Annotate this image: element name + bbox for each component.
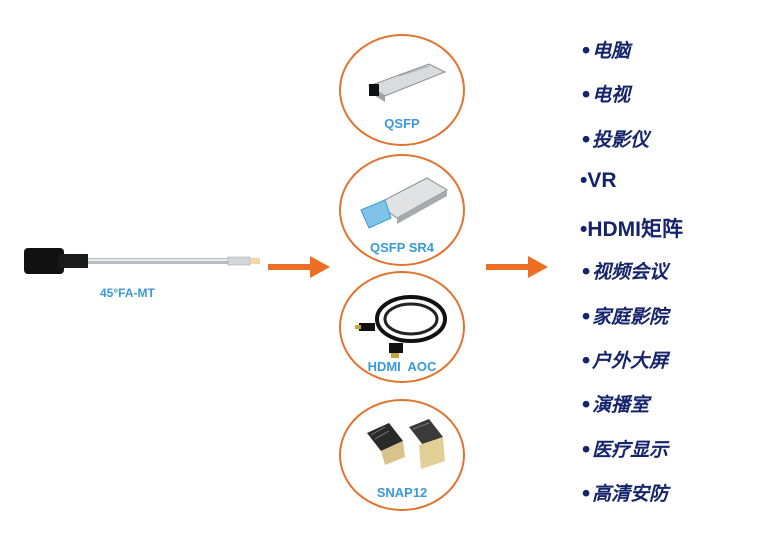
hdmi-cable-icon bbox=[355, 295, 447, 358]
module-label-qsfp: QSFP bbox=[384, 116, 420, 131]
fiber-connector-image bbox=[22, 240, 272, 280]
list-item: •高清安防 bbox=[580, 482, 669, 505]
module-circle-snap12: SNAP12 bbox=[339, 399, 465, 511]
module-label-qsfp-sr4: QSFP SR4 bbox=[369, 240, 435, 255]
arrow-right-icon bbox=[268, 256, 330, 278]
list-item: •HDMI矩阵 bbox=[580, 218, 684, 242]
module-circle-qsfp: QSFP bbox=[339, 34, 465, 146]
application-list: •电脑 •电视 •投影仪 •VR •HDMI矩阵 •视频会议 •家庭影院 •户外… bbox=[580, 36, 683, 523]
module-label-snap12: SNAP12 bbox=[376, 485, 428, 500]
arrow-right-icon bbox=[486, 256, 548, 278]
snap12-module-icon bbox=[367, 419, 445, 469]
list-item: •家庭影院 bbox=[580, 305, 669, 328]
module-label-hdmi-aoc: HDMI AOC bbox=[367, 359, 437, 374]
list-item: •电视 bbox=[580, 84, 631, 107]
sfp-module-icon bbox=[367, 63, 447, 102]
list-item: •演播室 bbox=[580, 394, 650, 417]
list-item: •户外大屏 bbox=[580, 350, 669, 373]
qsfp-module-icon bbox=[360, 177, 448, 229]
list-item: •医疗显示 bbox=[580, 438, 669, 461]
list-item: •电脑 bbox=[580, 40, 631, 62]
module-circle-qsfp-sr4: QSFP SR4 bbox=[339, 154, 465, 266]
source-label: 45°FA-MT bbox=[100, 286, 155, 300]
module-circle-hdmi-aoc: HDMI AOC bbox=[339, 271, 465, 383]
list-item: •VR bbox=[580, 168, 617, 192]
list-item: •视频会议 bbox=[580, 261, 669, 284]
list-item: •投影仪 bbox=[580, 128, 650, 151]
